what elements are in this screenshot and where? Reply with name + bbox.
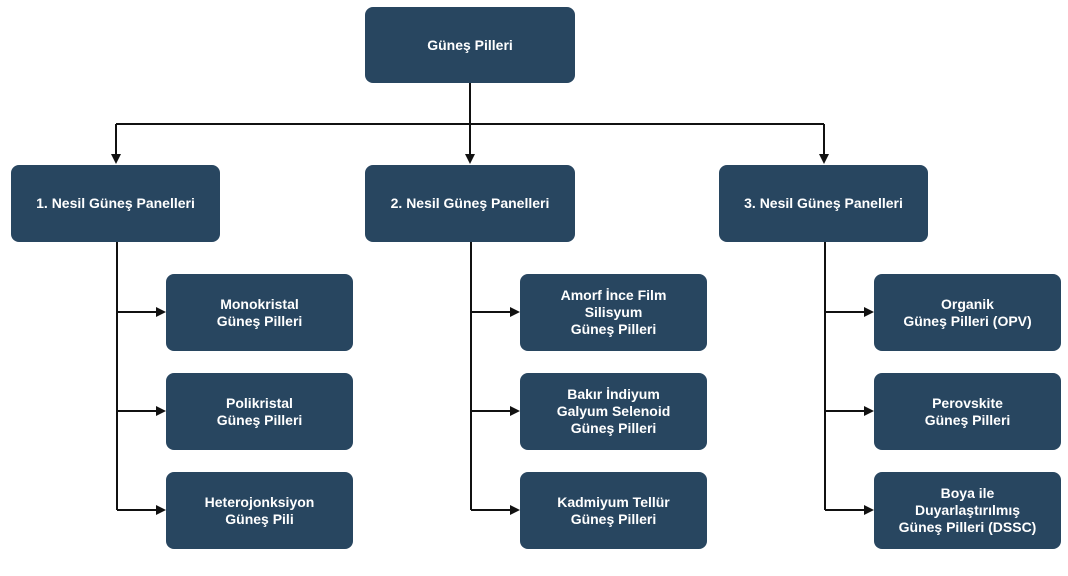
cell-type-label: Bakır İndiyum Galyum Selenoid Güneş Pill…: [556, 386, 671, 436]
generation-2-node: 2. Nesil Güneş Panelleri: [365, 165, 575, 242]
generation-3-label: 3. Nesil Güneş Panelleri: [744, 195, 903, 211]
generation-1-node: 1. Nesil Güneş Panelleri: [11, 165, 220, 242]
cell-type-label: Monokristal Güneş Pilleri: [216, 295, 303, 329]
generation-1-label: 1. Nesil Güneş Panelleri: [36, 195, 195, 211]
cell-type-monocrystalline: Monokristal Güneş Pilleri: [166, 274, 353, 351]
cell-type-label: Kadmiyum Tellür Güneş Pilleri: [557, 493, 670, 527]
generation-3-node: 3. Nesil Güneş Panelleri: [719, 165, 928, 242]
cell-type-dssc: Boya ile Duyarlaştırılmış Güneş Pilleri …: [874, 472, 1061, 549]
cell-type-cigs: Bakır İndiyum Galyum Selenoid Güneş Pill…: [520, 373, 707, 450]
cell-type-organic: Organik Güneş Pilleri (OPV): [874, 274, 1061, 351]
root-label: Güneş Pilleri: [427, 36, 513, 53]
generation-2-label: 2. Nesil Güneş Panelleri: [390, 195, 550, 211]
root-node: Güneş Pilleri: [365, 7, 575, 83]
cell-type-label: Heterojonksiyon Güneş Pili: [204, 493, 315, 527]
cell-type-polycrystalline: Polikristal Güneş Pilleri: [166, 373, 353, 450]
cell-type-heterojunction: Heterojonksiyon Güneş Pili: [166, 472, 353, 549]
cell-type-label: Polikristal Güneş Pilleri: [216, 394, 303, 428]
cell-type-perovskite: Perovskite Güneş Pilleri: [874, 373, 1061, 450]
cell-type-amorphous-silicon: Amorf İnce Film Silisyum Güneş Pilleri: [520, 274, 707, 351]
cell-type-label: Organik Güneş Pilleri (OPV): [903, 295, 1032, 329]
cell-type-label: Amorf İnce Film Silisyum Güneş Pilleri: [560, 287, 667, 337]
cell-type-cdte: Kadmiyum Tellür Güneş Pilleri: [520, 472, 707, 549]
cell-type-label: Perovskite Güneş Pilleri: [924, 394, 1011, 428]
cell-type-label: Boya ile Duyarlaştırılmış Güneş Pilleri …: [898, 485, 1037, 535]
